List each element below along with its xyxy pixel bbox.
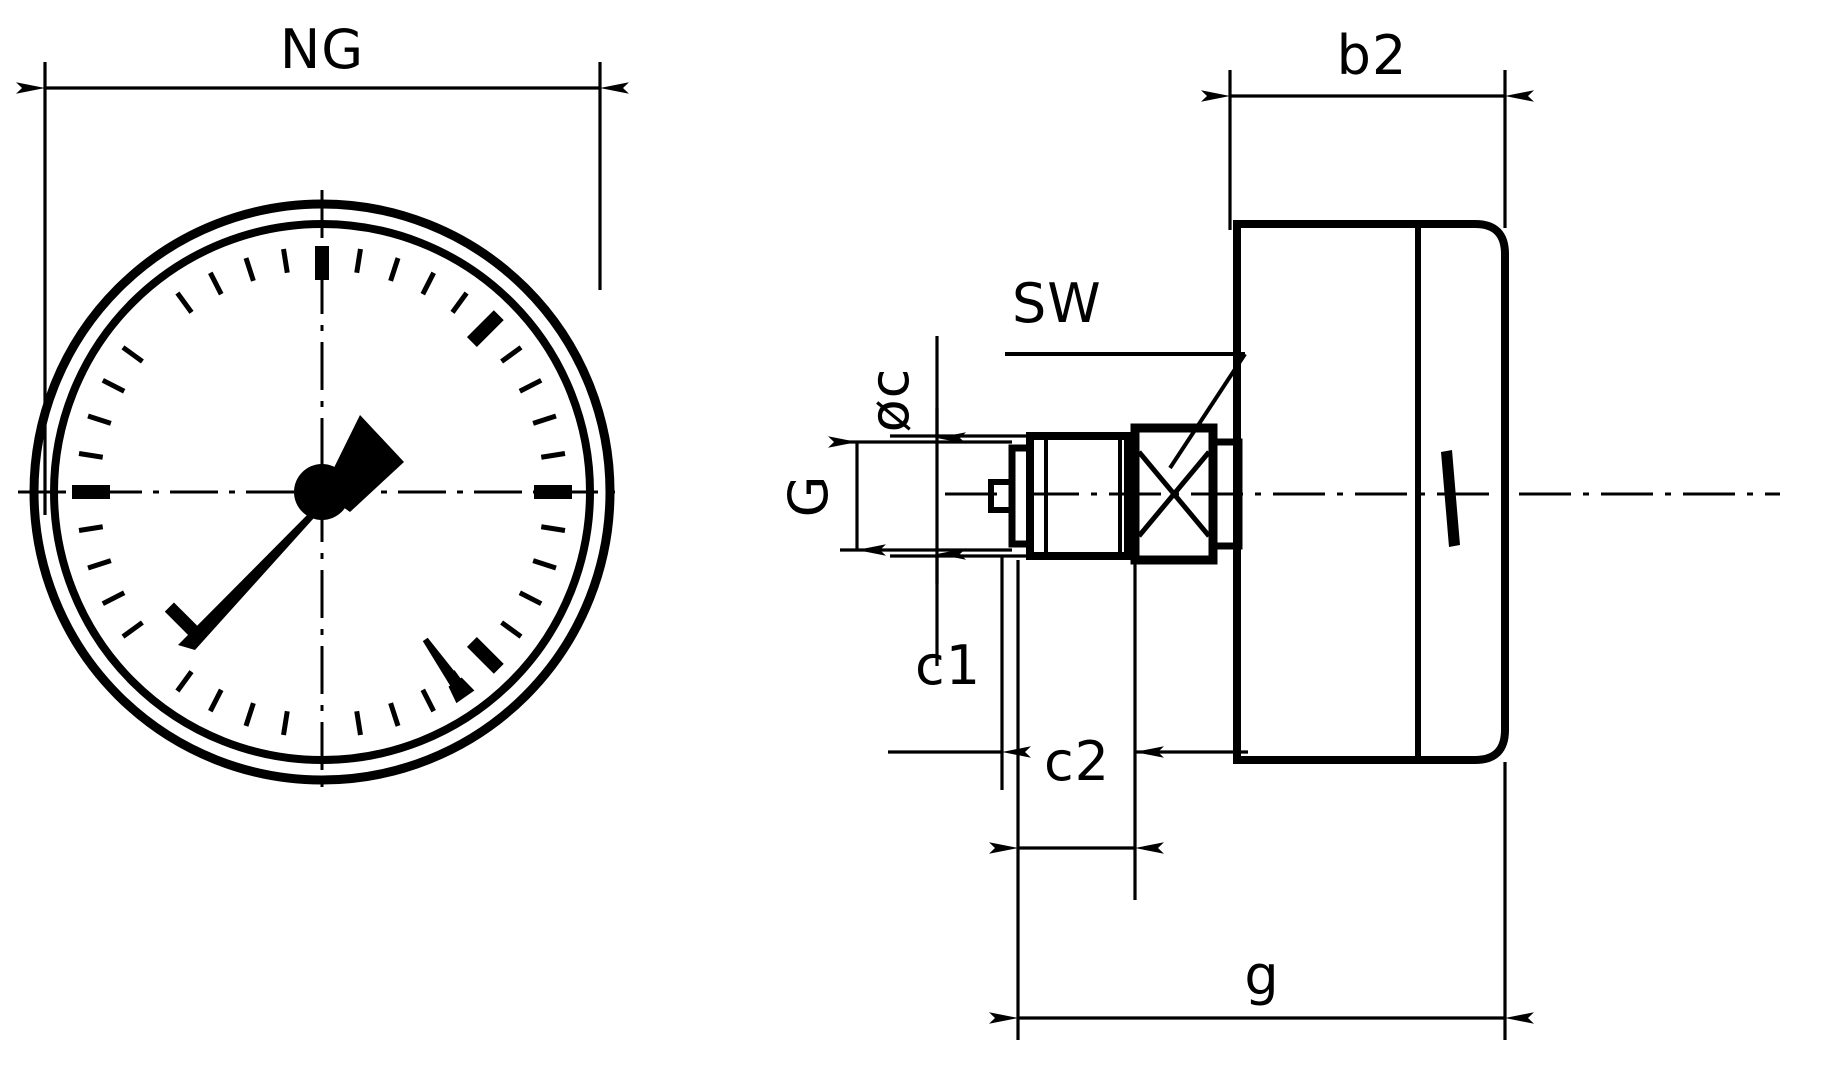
dimension-label-phi-c: øc	[858, 368, 921, 433]
dimension-g-overall: g	[989, 762, 1534, 1040]
pointer-tail-cross	[164, 602, 207, 645]
gauge-case-body	[1233, 220, 1509, 764]
dimension-ng: NG	[16, 18, 629, 515]
thread-body	[1026, 432, 1132, 560]
dial-pointer	[164, 415, 404, 650]
front-view-dial: NG	[16, 18, 629, 795]
dimension-b2: b2	[1201, 24, 1534, 230]
dimension-label-g-overall: g	[1244, 944, 1279, 1007]
dimension-g-thread: G	[777, 436, 1012, 556]
dimension-phi-c: øc	[858, 336, 1035, 666]
side-view-section: b2 SW	[777, 24, 1780, 1040]
dimension-label-c2: c2	[1044, 730, 1110, 793]
pointer-edge-view	[1441, 450, 1460, 547]
dimension-label-sw: SW	[1012, 272, 1102, 335]
pointer-tail	[178, 499, 331, 650]
dimension-c2: c2	[989, 560, 1164, 900]
dimension-label-ng: NG	[280, 18, 364, 81]
sw-leader-slanted	[1168, 352, 1247, 470]
dimension-label-g-thread: G	[777, 475, 840, 518]
pointer-hub	[294, 464, 350, 520]
dial-major-ticks	[72, 246, 572, 674]
dimension-c1: c1	[888, 556, 1248, 790]
dimension-sw: SW	[1005, 272, 1247, 470]
dial-set-mark	[422, 637, 475, 704]
dimension-label-b2: b2	[1337, 24, 1408, 87]
dimension-label-c1: c1	[915, 634, 981, 697]
